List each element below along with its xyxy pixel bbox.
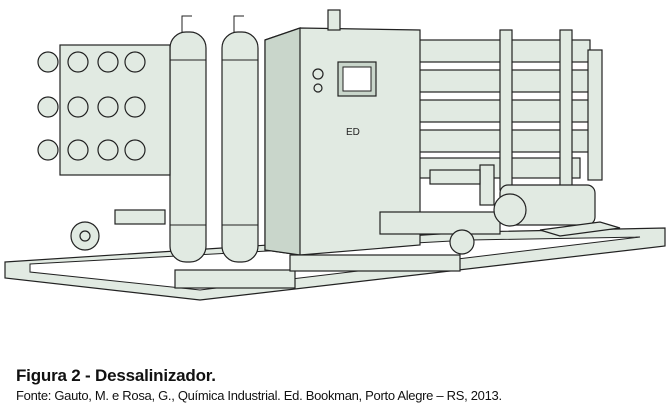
figure-caption-source: Fonte: Gauto, M. e Rosa, G., Química Ind… xyxy=(16,388,502,403)
pressure-tanks xyxy=(169,15,259,263)
vessel-array xyxy=(37,44,171,251)
svg-text:ED: ED xyxy=(346,127,360,138)
figure-caption-title: Figura 2 - Dessalinizador. xyxy=(16,366,216,385)
desalinator-illustration: ED xyxy=(4,9,666,301)
membrane-tubes xyxy=(409,29,603,191)
control-cabinet: ED xyxy=(264,9,421,256)
piping-and-pump xyxy=(174,164,621,289)
